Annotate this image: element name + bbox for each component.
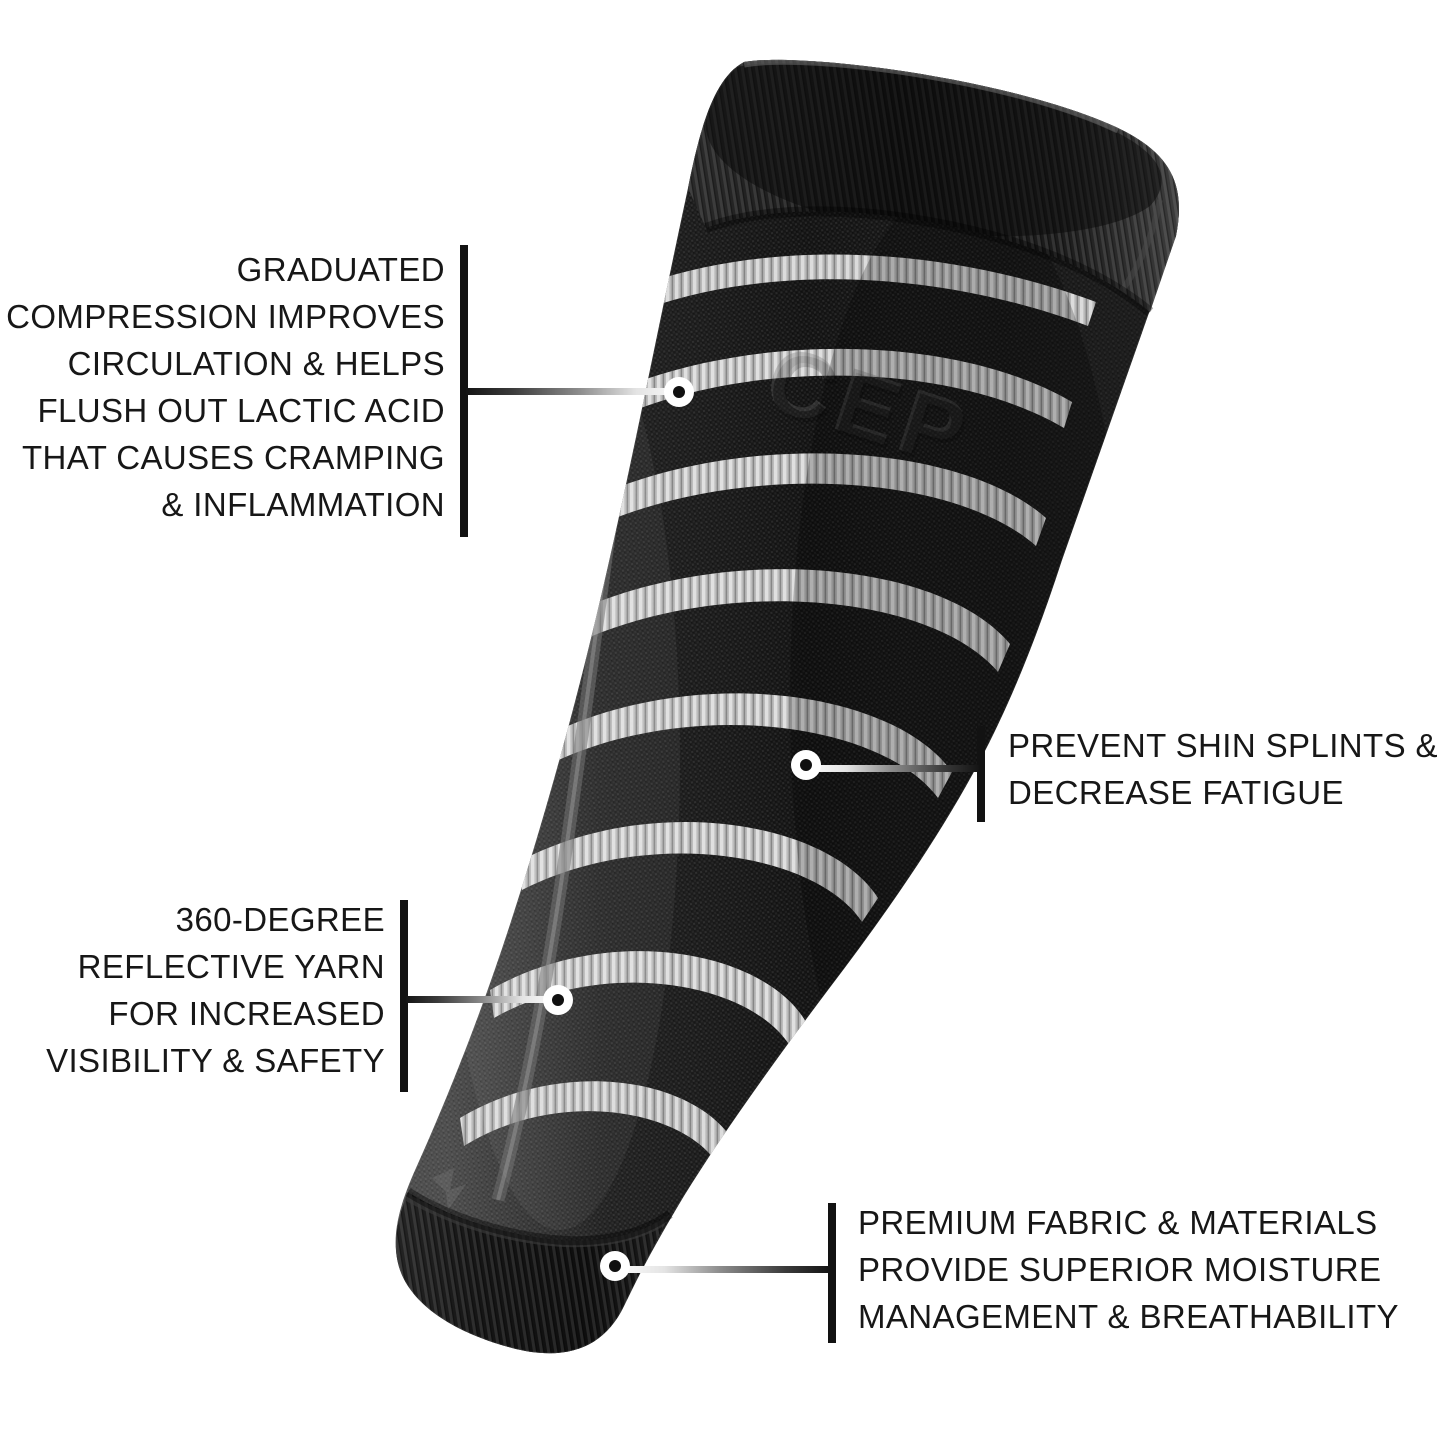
callout-line: VISIBILITY & SAFETY — [46, 1042, 385, 1079]
callout-line: PROVIDE SUPERIOR MOISTURE — [858, 1251, 1382, 1288]
callout-line: & INFLAMMATION — [161, 486, 445, 523]
callout-line: GRADUATED — [236, 251, 445, 288]
callout-line: COMPRESSION IMPROVES — [6, 298, 445, 335]
callout-marker-premium-fabric[interactable] — [600, 1251, 630, 1281]
callout-line: PREVENT SHIN SPLINTS & — [1008, 727, 1438, 764]
callout-text-prevent-shin-splints: PREVENT SHIN SPLINTS & DECREASE FATIGUE — [1008, 722, 1438, 816]
callout-bracket-premium-fabric — [828, 1203, 836, 1343]
reflective-stripes — [460, 254, 1096, 1168]
callout-leader-premium-fabric — [628, 1266, 830, 1273]
callout-bracket-reflective-yarn — [400, 900, 408, 1092]
callout-text-graduated-compression: GRADUATED COMPRESSION IMPROVES CIRCULATI… — [6, 246, 445, 528]
callout-line: 360-DEGREE — [175, 901, 385, 938]
callout-leader-prevent-shin-splints — [817, 765, 979, 772]
callout-line: MANAGEMENT & BREATHABILITY — [858, 1298, 1399, 1335]
callout-line: PREMIUM FABRIC & MATERIALS — [858, 1204, 1378, 1241]
callout-bracket-prevent-shin-splints — [977, 726, 985, 822]
marker-core — [552, 994, 564, 1006]
callout-marker-reflective-yarn[interactable] — [543, 985, 573, 1015]
callout-line: DECREASE FATIGUE — [1008, 774, 1344, 811]
callout-marker-prevent-shin-splints[interactable] — [791, 750, 821, 780]
callout-text-premium-fabric: PREMIUM FABRIC & MATERIALS PROVIDE SUPER… — [858, 1199, 1399, 1340]
callout-line: FLUSH OUT LACTIC ACID — [37, 392, 445, 429]
callout-text-reflective-yarn: 360-DEGREE REFLECTIVE YARN FOR INCREASED… — [46, 896, 385, 1084]
marker-core — [673, 386, 685, 398]
secondary-woven-mark — [432, 1168, 466, 1210]
marker-core — [609, 1260, 621, 1272]
callout-line: REFLECTIVE YARN — [77, 948, 385, 985]
callout-line: THAT CAUSES CRAMPING — [22, 439, 445, 476]
callout-bracket-graduated-compression — [460, 245, 468, 537]
callout-line: CIRCULATION & HELPS — [67, 345, 445, 382]
callout-leader-graduated-compression — [466, 388, 674, 395]
marker-core — [800, 759, 812, 771]
callout-marker-graduated-compression[interactable] — [664, 377, 694, 407]
callout-line: FOR INCREASED — [108, 995, 385, 1032]
callout-leader-reflective-yarn — [406, 996, 548, 1003]
